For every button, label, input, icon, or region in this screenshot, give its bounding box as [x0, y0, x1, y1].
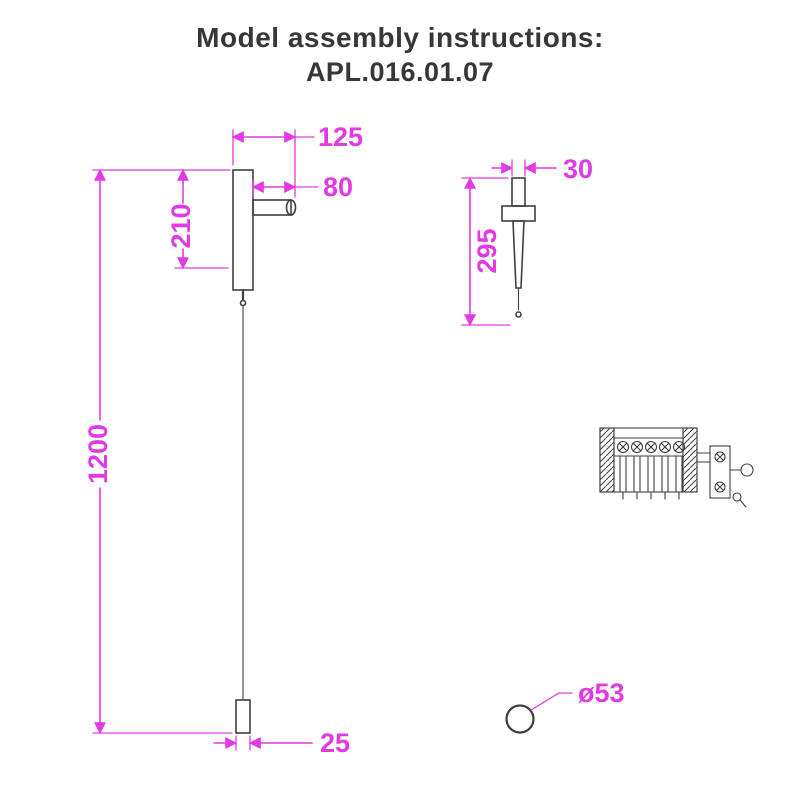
dim-label-25: 25 — [320, 728, 350, 758]
dim-arm-length-80: 80 — [251, 172, 353, 202]
lamp-arm-cap — [285, 199, 297, 216]
model-number: APL.016.01.07 — [305, 57, 495, 88]
tapered-body — [512, 220, 525, 289]
dim-stem-width-30: 30 — [491, 154, 593, 184]
terminal-screws — [616, 440, 686, 454]
dim-body-height-210: 210 — [92, 168, 231, 270]
dim-total-height-1200: 1200 — [83, 168, 233, 735]
sphere — [505, 704, 535, 734]
drawing-title: Model assembly instructions: — [196, 22, 604, 53]
canopy — [501, 205, 536, 222]
lamp-body — [232, 169, 254, 291]
terminal-block-detail — [599, 427, 754, 508]
dim-top-width-125: 125 — [231, 122, 363, 198]
dim-label-295: 295 — [472, 228, 502, 273]
dim-label-1200: 1200 — [83, 424, 113, 484]
dim-sphere-diameter: ø53 — [530, 678, 625, 711]
mounting-bracket — [696, 445, 754, 508]
dim-label-80: 80 — [323, 172, 353, 202]
lamp-arm — [252, 199, 292, 216]
hatch-left — [599, 427, 615, 493]
dim-label-d53: ø53 — [578, 678, 625, 708]
side-view — [501, 177, 536, 734]
dim-bottom-cap-25: 25 — [213, 728, 350, 758]
stem — [511, 177, 526, 207]
bottom-cap — [235, 699, 251, 734]
front-view — [232, 169, 297, 734]
pin-ball — [239, 299, 247, 307]
hatch-right — [682, 427, 698, 493]
dim-upper-height-295: 295 — [461, 176, 511, 327]
wire-slots — [619, 455, 683, 500]
dim-label-210: 210 — [166, 203, 196, 248]
dim-label-125: 125 — [318, 122, 363, 152]
small-screw — [732, 492, 742, 502]
wire-end-ball — [515, 311, 522, 318]
title-block: Model assembly instructions: APL.016.01.… — [0, 22, 800, 88]
dim-label-30: 30 — [563, 154, 593, 184]
adjuster-knob — [740, 463, 754, 477]
